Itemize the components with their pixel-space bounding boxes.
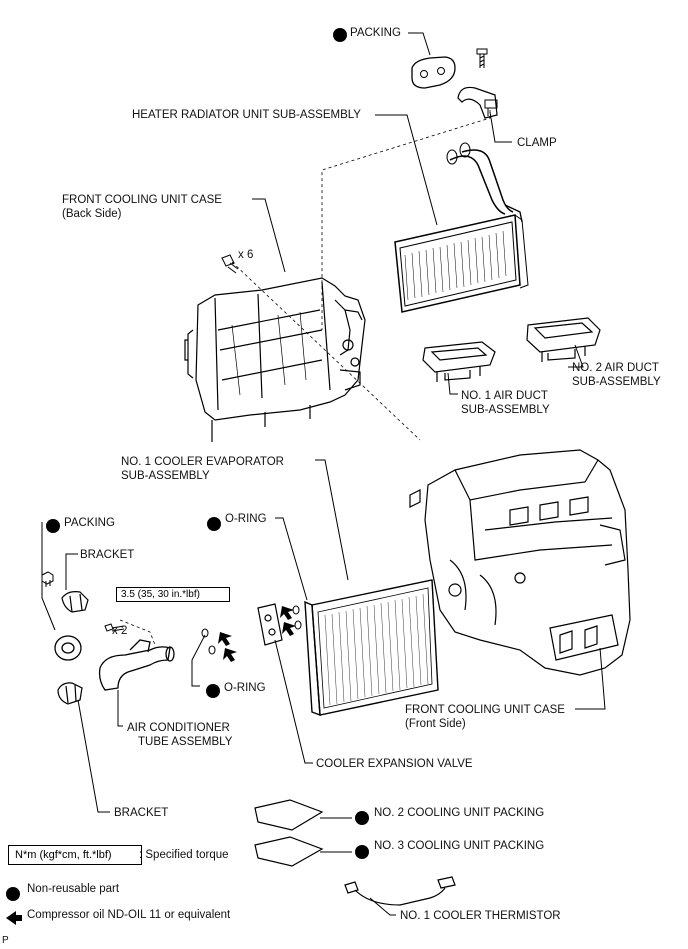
packing-top-part	[411, 56, 456, 89]
leader-thermistor	[369, 897, 396, 916]
legend-torque-desc: : Specified torque	[139, 849, 229, 861]
nut-left-part	[41, 571, 54, 587]
bracket-bottom-part	[57, 682, 83, 705]
no2-air-duct-part	[526, 317, 601, 362]
packing-left-part	[54, 635, 82, 661]
non-reusable-dot-icon	[207, 517, 221, 531]
no2-packing-part	[254, 799, 324, 831]
leader-heater-radiator	[375, 114, 438, 226]
leader-bracket-top	[65, 553, 78, 590]
label-ac-tube-1: AIR CONDITIONER	[127, 722, 230, 734]
leader-ac-tube	[117, 690, 123, 727]
leader-oring-bottom	[191, 634, 206, 687]
dash-line-3	[119, 619, 156, 646]
legend-non-reusable-dot-icon	[6, 887, 20, 901]
legend-non-reusable: Non-reusable part	[27, 883, 120, 895]
non-reusable-dot-icon	[355, 845, 369, 859]
label-ac-tube-2: TUBE ASSEMBLY	[138, 736, 233, 748]
corner-mark: P	[2, 935, 9, 946]
heater-radiator-part	[394, 142, 529, 313]
no1-air-duct-part	[422, 341, 496, 382]
legend-compressor-oil: Compressor oil ND-OIL 11 or equivalent	[27, 909, 231, 921]
label-front-case-back-2: (Back Side)	[62, 208, 122, 220]
label-evaporator-2: SUB-ASSEMBLY	[121, 470, 210, 482]
no3-packing-part	[254, 836, 324, 867]
screw-top-part	[476, 48, 488, 68]
label-no2-air-duct-2: SUB-ASSEMBLY	[572, 376, 661, 388]
evaporator-part	[304, 579, 439, 717]
non-reusable-dot-icon	[355, 811, 369, 825]
label-front-case-front-1: FRONT COOLING UNIT CASE	[405, 704, 565, 716]
label-no1-air-duct-1: NO. 1 AIR DUCT	[461, 390, 548, 402]
bracket-top-part	[61, 591, 89, 613]
label-thermistor: NO. 1 COOLER THERMISTOR	[400, 910, 561, 922]
expansion-valve-part	[257, 603, 283, 646]
leader-front-case-front	[575, 647, 606, 710]
non-reusable-dot-icon	[333, 28, 347, 42]
orings-bottom-part	[201, 628, 216, 655]
non-reusable-dot-icon	[46, 519, 60, 533]
label-clamp: CLAMP	[517, 137, 557, 149]
leader-oring-top	[275, 517, 308, 601]
label-screw-count-6: x 6	[238, 249, 254, 261]
leader-packing-left	[41, 522, 56, 631]
legend-arrow-icon	[6, 911, 22, 925]
label-oring-bottom: O-RING	[224, 682, 266, 694]
screw-x6-part	[221, 254, 239, 274]
leader-front-case-back	[252, 198, 286, 273]
leader-clamp	[489, 111, 512, 143]
front-case-front-part	[409, 449, 631, 676]
leader-expansion-valve	[274, 639, 313, 764]
label-bolt-count-2: x 2	[112, 625, 128, 637]
leader-evaporator	[315, 459, 349, 581]
label-bracket-bottom: BRACKET	[114, 807, 169, 819]
label-oring-top: O-RING	[225, 513, 267, 525]
label-no3-packing: NO. 3 COOLING UNIT PACKING	[374, 840, 545, 852]
label-front-case-front-2: (Front Side)	[405, 718, 466, 730]
legend-torque-unit-box: N*m (kgf*cm, ft.*lbf)	[8, 845, 142, 865]
label-packing-left: PACKING	[64, 517, 115, 529]
label-packing-top: PACKING	[350, 27, 401, 39]
label-front-case-back-1: FRONT COOLING UNIT CASE	[62, 194, 222, 206]
torque-spec-box: 3.5 (35, 30 in.*lbf)	[116, 587, 230, 602]
thermistor-part	[344, 876, 456, 906]
leader-bracket-bottom	[77, 699, 110, 813]
label-heater-radiator: HEATER RADIATOR UNIT SUB-ASSEMBLY	[132, 109, 361, 121]
label-expansion-valve: COOLER EXPANSION VALVE	[316, 758, 473, 770]
label-no2-packing: NO. 2 COOLING UNIT PACKING	[374, 807, 545, 819]
oil-arrows	[218, 606, 296, 662]
bolt-x2-part	[104, 623, 125, 632]
front-case-back-part	[184, 277, 366, 442]
leader-no1-duct	[447, 372, 458, 395]
leader-no2-duct	[568, 344, 584, 368]
label-bracket-top: BRACKET	[80, 549, 135, 561]
non-reusable-dot-icon	[206, 684, 220, 698]
clamp-part	[457, 86, 498, 119]
dash-line-2	[231, 261, 421, 441]
label-no1-air-duct-2: SUB-ASSEMBLY	[461, 404, 550, 416]
label-no2-air-duct-1: NO. 2 AIR DUCT	[572, 362, 659, 374]
leader-packing-top	[408, 32, 431, 56]
ac-tube-part	[98, 639, 175, 691]
label-evaporator-1: NO. 1 COOLER EVAPORATOR	[121, 456, 284, 468]
